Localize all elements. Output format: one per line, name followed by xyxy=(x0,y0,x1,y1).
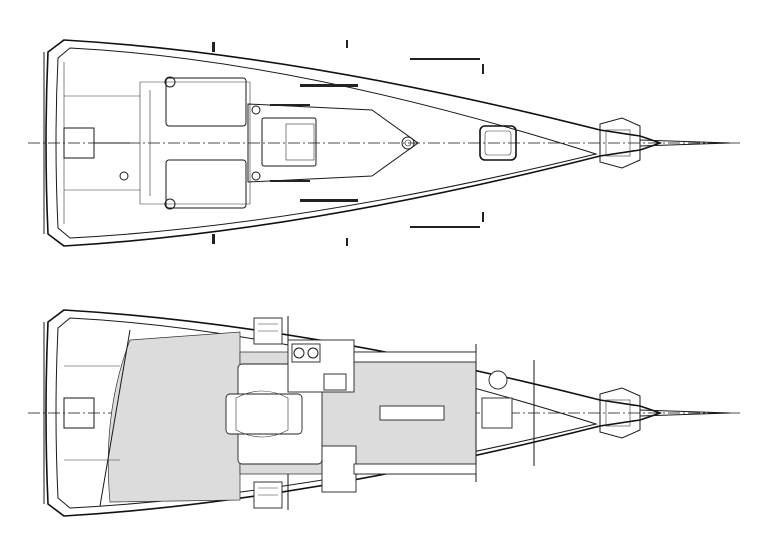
winch-port xyxy=(164,76,176,88)
bowsprit xyxy=(639,139,731,147)
toerail-port-fwd xyxy=(410,58,480,60)
toerail-starboard-fwd xyxy=(410,226,480,228)
deck-hull-outline xyxy=(45,39,663,247)
chart-table xyxy=(321,445,357,493)
winch-starboard xyxy=(164,198,176,210)
settee-starboard xyxy=(353,463,477,475)
interior-bow-pulpit xyxy=(599,387,641,439)
cabin-top xyxy=(247,103,419,183)
stanchion-base-5 xyxy=(482,64,484,74)
interior-plan xyxy=(28,309,740,517)
saloon-table xyxy=(379,405,445,421)
cockpit-floor xyxy=(139,81,251,205)
jib-track-port xyxy=(270,104,310,106)
settee-port xyxy=(353,351,477,363)
burner-2 xyxy=(307,347,319,359)
engine-box-detail xyxy=(235,390,289,438)
burner-1 xyxy=(293,347,305,359)
heads-basin xyxy=(481,397,513,429)
primary-winch-port xyxy=(251,105,261,115)
galley-sink xyxy=(323,373,347,391)
cabin-sole xyxy=(107,331,241,503)
jib-track-starboard xyxy=(270,180,310,182)
stanchion-base-4 xyxy=(346,238,348,246)
toilet xyxy=(488,370,508,390)
tiller-pivot xyxy=(119,171,129,181)
primary-winch-starboard xyxy=(251,171,261,181)
bow-locker xyxy=(605,129,631,157)
interior-rudder-box xyxy=(63,397,95,429)
engine-box xyxy=(225,393,303,435)
genoa-track-starboard xyxy=(300,199,358,202)
cockpit-seat-starboard xyxy=(165,159,247,209)
stove xyxy=(291,343,321,363)
cockpit-seat-port xyxy=(165,77,247,127)
stanchion-base-6 xyxy=(482,212,484,222)
fore-hatch xyxy=(479,125,517,161)
mast-step xyxy=(401,136,415,150)
sliding-hatch xyxy=(285,123,315,161)
fore-hatch-frame xyxy=(484,130,512,156)
interior-bowsprit xyxy=(639,409,731,417)
stanchion-base-3 xyxy=(346,40,348,48)
chain-locker xyxy=(605,399,631,427)
stanchion-base-2 xyxy=(212,234,215,244)
companionway-hatch xyxy=(261,117,317,167)
mast-step-inner xyxy=(404,139,412,147)
deck-gunwale-inner xyxy=(55,47,598,239)
bow-pulpit xyxy=(599,117,641,169)
stanchion-base-1 xyxy=(212,42,215,52)
deck-plan xyxy=(28,39,740,247)
genoa-track-port xyxy=(300,84,358,87)
aft-bulkhead xyxy=(99,329,131,507)
